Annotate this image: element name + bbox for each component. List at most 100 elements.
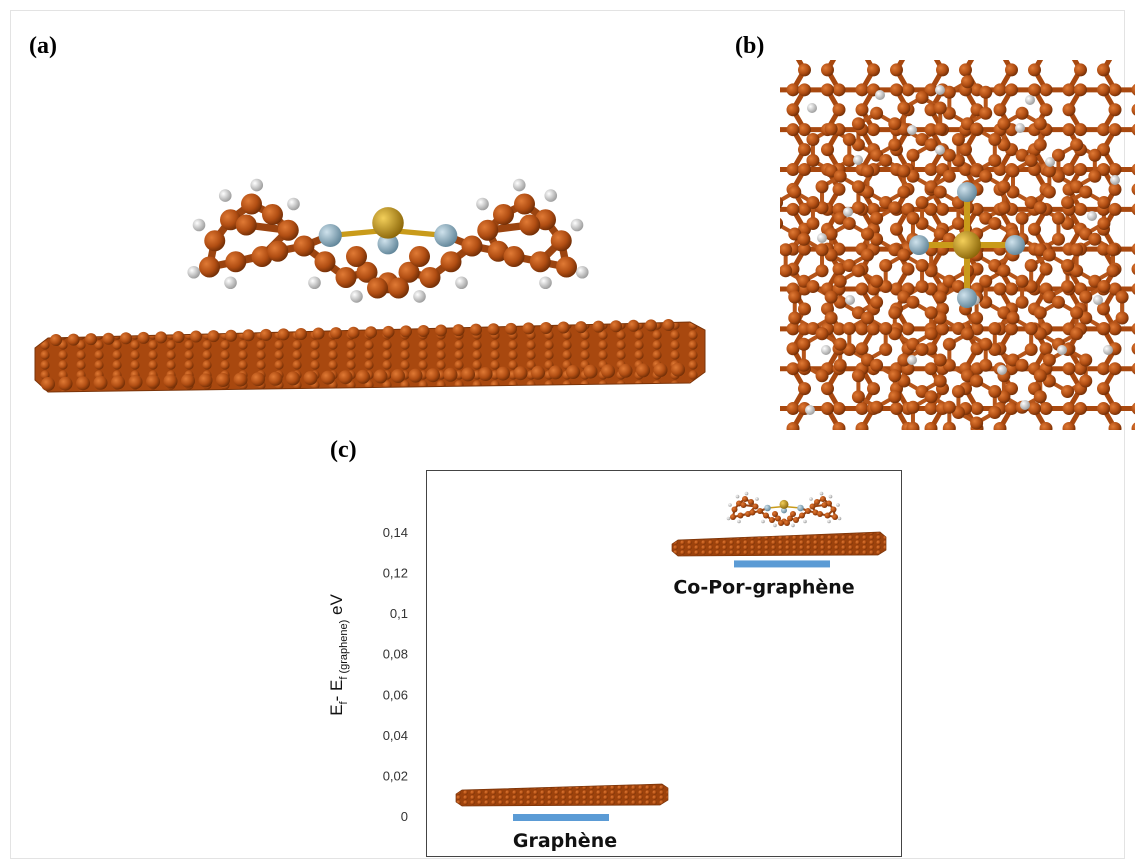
carbon-atom [915, 196, 929, 210]
carbon-atom [924, 402, 938, 416]
carbon-atom [936, 462, 949, 475]
carbon-atom [1063, 561, 1076, 574]
carbon-atom [942, 85, 956, 99]
carbon-atom [936, 522, 949, 535]
carbon-atom [443, 367, 458, 382]
carbon-atom [856, 44, 869, 57]
carbon-atom [1132, 561, 1135, 574]
bond [1069, 30, 1081, 50]
carbon-atom [718, 283, 731, 296]
carbon-atom [997, 180, 1011, 194]
carbon-atom [382, 325, 395, 338]
carbon-atom [786, 421, 800, 430]
nitrogen-atom [764, 504, 771, 512]
carbon-atom [832, 83, 846, 97]
carbon-atom [936, 202, 949, 216]
carbon-atom [730, 514, 736, 520]
carbon-atom [1015, 295, 1029, 309]
carbon-atom [924, 163, 938, 177]
hydrogen-atom [575, 265, 589, 279]
bond [759, 209, 771, 229]
carbon-atom [1015, 274, 1029, 288]
carbon-atom [1074, 462, 1087, 475]
carbon-atom [1051, 232, 1065, 246]
graphene-sheet-thumbnail [455, 783, 669, 807]
carbon-atom [1097, 402, 1110, 416]
carbon-atom [997, 117, 1011, 131]
carbon-atom [1097, 522, 1110, 535]
carbon-atom [1024, 322, 1038, 336]
bond [1035, 10, 1047, 30]
carbon-atom [890, 222, 903, 236]
carbon-atom [879, 343, 893, 357]
energy-level-bar [513, 814, 609, 821]
carbon-atom [764, 203, 777, 216]
carbon-atom [1108, 202, 1122, 216]
carbon-atom [729, 44, 742, 57]
carbon-atom [190, 330, 202, 343]
carbon-atom [1097, 63, 1110, 77]
carbon-atom [1063, 502, 1076, 515]
carbon-atom [695, 44, 708, 57]
carbon-atom [216, 373, 230, 387]
panel-b-label: (b) [735, 33, 765, 59]
carbon-atom [890, 63, 903, 77]
carbon-atom [487, 323, 500, 336]
carbon-atom [293, 235, 315, 257]
carbon-atom [1097, 561, 1110, 574]
hydrogen-atom [218, 189, 232, 202]
carbon-atom [842, 154, 856, 168]
carbon-atom [778, 520, 784, 526]
carbon-atom [870, 358, 884, 372]
carbon-atom [522, 322, 535, 335]
carbon-atom [798, 163, 811, 177]
carbon-atom [1062, 123, 1076, 137]
carbon-atom [1109, 482, 1122, 495]
carbon-atom [901, 322, 915, 336]
carbon-atom [1039, 262, 1053, 276]
carbon-atom [729, 362, 742, 375]
hydrogen-atom [828, 494, 833, 499]
bond [690, 70, 702, 90]
hydrogen-atom [817, 233, 827, 243]
carbon-atom [832, 421, 846, 430]
carbon-atom [970, 311, 984, 325]
carbon-atom [806, 154, 820, 168]
hydrogen-atom [308, 276, 321, 290]
carbon-atom [356, 369, 370, 384]
carbon-atom [867, 123, 880, 137]
carbon-atom [1131, 402, 1135, 415]
carbon-atom [1028, 442, 1041, 455]
carbon-atom [787, 442, 800, 455]
graphene-lattice-top [690, 10, 1135, 588]
carbon-atom [870, 274, 884, 288]
bond [931, 508, 943, 528]
carbon-atom [50, 334, 62, 346]
carbon-atom [718, 123, 731, 136]
carbon-atom [1015, 106, 1029, 120]
carbon-atom [901, 83, 915, 97]
carbon-atom [207, 330, 220, 343]
carbon-atom [924, 421, 938, 430]
carbon-atom [1005, 322, 1018, 336]
carbon-atom [493, 204, 514, 225]
carbon-atom [225, 251, 247, 273]
carbon-atom [146, 374, 160, 389]
carbon-atom [718, 422, 731, 435]
bond [1035, 528, 1047, 548]
hydrogen-atom [845, 295, 855, 305]
carbon-atom [824, 227, 838, 241]
carbon-atom [994, 522, 1007, 535]
carbon-atom [737, 512, 744, 519]
bond [1104, 568, 1116, 588]
carbon-atom [764, 402, 777, 415]
carbon-atom [1063, 522, 1076, 535]
bond [1035, 468, 1047, 488]
carbon-atom [815, 327, 829, 341]
carbon-atom [321, 370, 335, 385]
carbon-atom [806, 217, 820, 231]
carbon-atom [971, 522, 984, 535]
carbon-atom [1131, 163, 1135, 176]
bond [1104, 508, 1116, 528]
carbon-atom [729, 442, 742, 455]
